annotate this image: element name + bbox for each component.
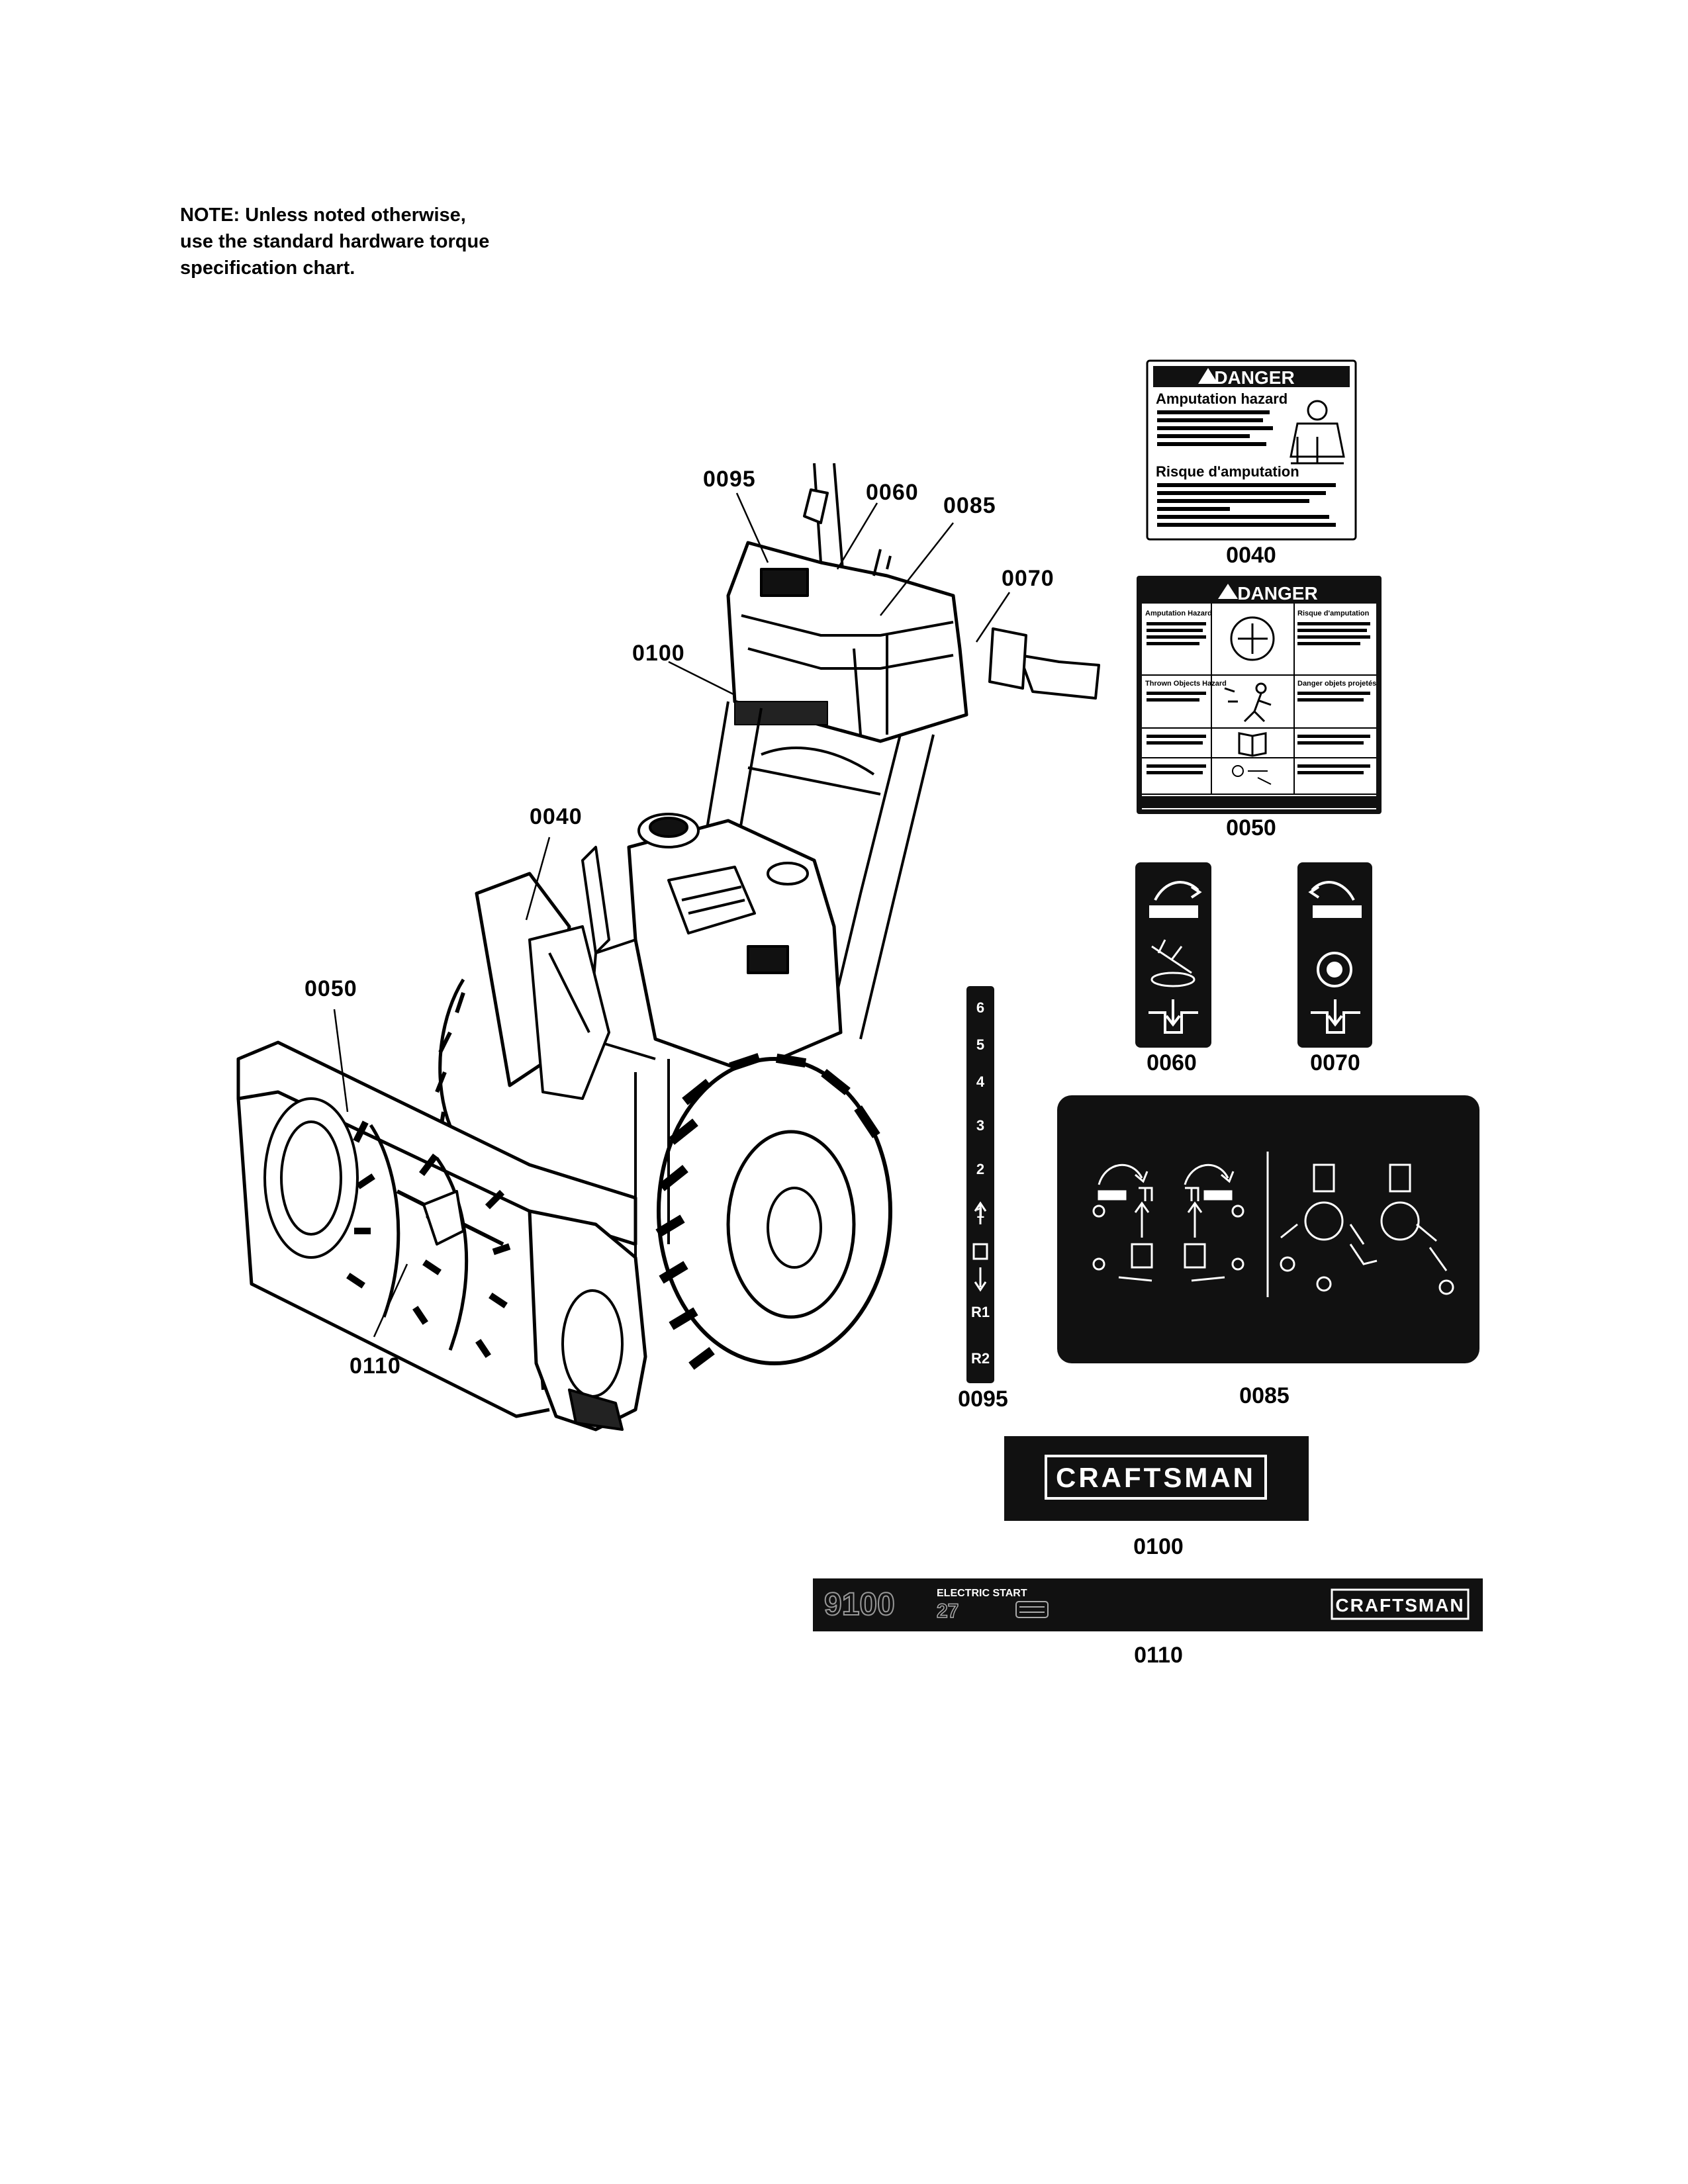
push-down-icon [1149,999,1198,1034]
decal-0070: 0070 [1297,862,1372,1075]
push-down-icon [1311,999,1360,1034]
speed-label-4: 4 [976,1073,985,1090]
decal-0050-label: 0050 [1226,815,1276,841]
drive-lever-icon [1308,881,1362,918]
callout-0110: 0110 [350,1353,401,1379]
decal-0040-title-fr: Risque d'amputation [1156,463,1299,480]
decal-0050-thrown: Thrown Objects Hazard [1145,680,1227,688]
decal-0100-label: 0100 [1133,1534,1184,1559]
wheel-drive-icon [1317,952,1352,987]
callout-0085: 0085 [943,493,996,518]
decal-0040-header: DANGER [1214,367,1294,388]
callout-0040: 0040 [530,804,583,829]
leader-lines [333,492,1011,1338]
decal-0095-label: 0095 [958,1387,1008,1412]
speed-label-6: 6 [976,999,984,1016]
warning-triangle-icon [1218,584,1238,599]
shift-arrow-icon [972,1201,988,1292]
chute-rotation-icon [1092,1163,1244,1282]
chute-deflector-icon [1280,1163,1454,1295]
thrown-objects-icon [1224,682,1272,723]
decal-0110-brand: CRAFTSMAN [1335,1595,1464,1615]
decal-0060: 0060 [1135,862,1211,1075]
decal-0050-header: DANGER [1237,583,1317,604]
decal-0110-label: 0110 [1134,1643,1183,1668]
speed-label-2: 2 [976,1161,984,1177]
speed-label-5: 5 [976,1036,984,1053]
decal-0050-thrown-fr: Danger objets projetés [1297,680,1376,688]
decal-0085: 0085 [1057,1095,1479,1408]
auger-hand-icon [1230,616,1275,661]
note-line-3: specification chart. [180,257,355,279]
person-hand-icon [1289,400,1345,465]
key-off-icon [1232,765,1272,785]
decal-0100: CRAFTSMAN 0100 [1004,1436,1309,1559]
callout-labels: 0095 0060 0085 0070 0100 0040 0050 0110 [305,467,1055,1379]
decal-0050-amputation-fr: Risque d'amputation [1297,610,1370,617]
speed-label-3: 3 [976,1117,984,1134]
decal-0085-label: 0085 [1239,1383,1289,1408]
reverse-label-r1: R1 [971,1304,990,1320]
callout-0050: 0050 [305,976,357,1001]
callout-0095: 0095 [703,467,756,492]
decal-0070-label: 0070 [1310,1050,1360,1075]
decal-0110-width: 27 [937,1600,959,1622]
decal-0040-text-block [1157,410,1273,446]
decal-0060-label: 0060 [1147,1050,1197,1075]
decal-0110-model: 9100 [824,1587,895,1622]
note-line-2: use the standard hardware torque [180,231,490,252]
note-line-1: NOTE: Unless noted otherwise, [180,205,466,226]
callout-0060: 0060 [866,480,919,505]
reverse-label-r2: R2 [971,1350,990,1367]
decal-0040-label: 0040 [1226,543,1276,568]
torque-note: NOTE: Unless noted otherwise, use the st… [180,202,590,281]
auger-lever-icon [1149,881,1202,918]
decal-0050: DANGER Amputation Hazard Risque d'amputa… [1137,576,1382,841]
warning-triangle-icon [1198,368,1218,384]
snowblower-illustration [236,463,1100,1432]
callout-0070: 0070 [1002,566,1055,591]
decal-0100-brand: CRAFTSMAN [1056,1462,1256,1493]
callout-0100: 0100 [632,641,685,666]
decal-0040-title-en: Amputation hazard [1156,390,1288,407]
decal-0110-start: ELECTRIC START [937,1588,1027,1599]
decal-0050-amputation: Amputation Hazard [1145,610,1212,617]
decal-0110: 9100 ELECTRIC START 27 CRAFTSMAN 0110 [813,1578,1483,1668]
auger-spin-icon [1150,939,1196,987]
decal-0040: DANGER Amputation hazard Risque d'amputa… [1146,359,1357,568]
manual-book-icon [1238,732,1267,757]
brand-badge-icon [1015,1601,1049,1618]
